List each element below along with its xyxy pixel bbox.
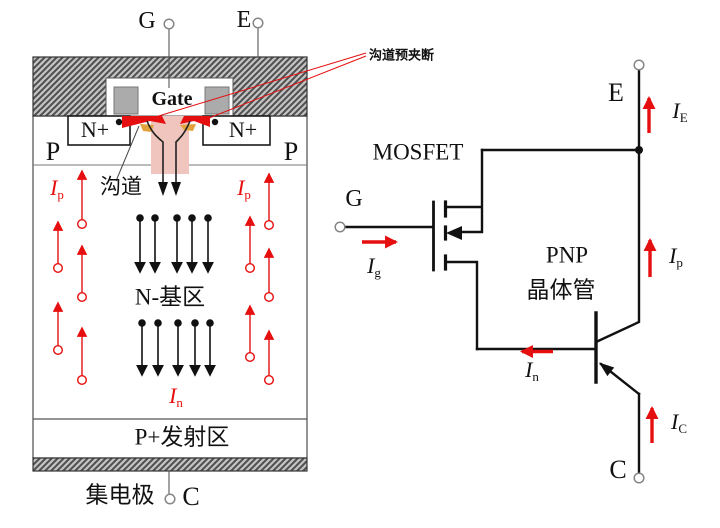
- pnp-emitter-arrow: [599, 362, 615, 377]
- p-body-label-right: P: [283, 137, 299, 166]
- n-plus-label-right: N+: [228, 117, 258, 142]
- igbt-cross-section: [32, 17, 308, 505]
- collector-terminal-node: [164, 493, 176, 505]
- hole-current-label-circuit: Ip: [669, 243, 683, 270]
- p-body-label-left: P: [45, 137, 61, 166]
- gate-poly-left: [113, 86, 139, 115]
- pnp-label-line1: PNP: [545, 242, 589, 268]
- pnp-label-line2: 晶体管: [526, 277, 596, 303]
- emitter-rail: [594, 68, 641, 344]
- depletion-wedge-left: [140, 124, 154, 132]
- channel-flow-line-left: [146, 120, 164, 182]
- mosfet-label: MOSFET: [372, 139, 464, 165]
- channel-pointer-line: [115, 125, 140, 182]
- electron-current-label-left: In: [169, 383, 183, 410]
- hole-flow-arrows: [52, 169, 275, 386]
- channel-flow-arrowhead-right: [171, 182, 181, 196]
- gate-current-label: Ig: [367, 253, 381, 280]
- channel-region: [151, 116, 189, 174]
- p-emitter-label: P+发射区: [134, 424, 230, 450]
- channel-flow-arrowhead-left: [158, 182, 168, 196]
- gate-region-label: Gate: [151, 88, 193, 110]
- circuit-gate-terminal-label: G: [345, 186, 363, 212]
- contact-dot-left: [115, 118, 123, 126]
- electron-flow-group-lower: [136, 319, 216, 377]
- emitter-current-label: IE: [672, 98, 688, 125]
- hole-current-label-right: Ip: [237, 175, 251, 202]
- pinchoff-wedge-right: [180, 116, 210, 127]
- emitter-terminal-node: [252, 17, 264, 29]
- channel-label: 沟道: [100, 174, 142, 199]
- collector-current-label: IC: [671, 409, 687, 436]
- circuit-emitter-terminal-label: E: [608, 78, 624, 107]
- pinchoff-wedge-left: [122, 116, 166, 128]
- collector-terminal-label: C: [182, 482, 200, 511]
- collector-metal-label: 集电极: [85, 482, 155, 508]
- emitter-terminal-label: E: [236, 7, 252, 33]
- equivalent-circuit: [334, 59, 659, 484]
- circuit-collector-terminal-label: C: [609, 455, 627, 484]
- contact-dot-right: [211, 118, 219, 126]
- hole-current-label-left: Ip: [50, 175, 64, 202]
- junction-dot: [635, 146, 643, 154]
- circuit-emitter-node: [633, 59, 645, 71]
- circuit-gate-node: [334, 221, 346, 233]
- gate-terminal-label: G: [138, 8, 156, 34]
- pinchoff-annotation-label: 沟道预夹断: [369, 47, 435, 63]
- gate-terminal-node: [163, 18, 175, 30]
- circuit-collector-node: [633, 472, 645, 484]
- electron-current-label-circuit: In: [525, 357, 539, 384]
- pinchoff-annotation-lines: [151, 52, 367, 121]
- n-base-label: N-基区: [134, 284, 206, 310]
- mosfet-body-arrow: [446, 226, 462, 240]
- channel-flow-line-right: [175, 120, 191, 182]
- electron-flow-group-upper: [134, 214, 214, 274]
- collector-metal: [32, 457, 308, 472]
- depletion-wedge-right: [180, 124, 196, 131]
- mosfet-internal-wires: [444, 148, 484, 351]
- n-plus-label-left: N+: [80, 117, 110, 142]
